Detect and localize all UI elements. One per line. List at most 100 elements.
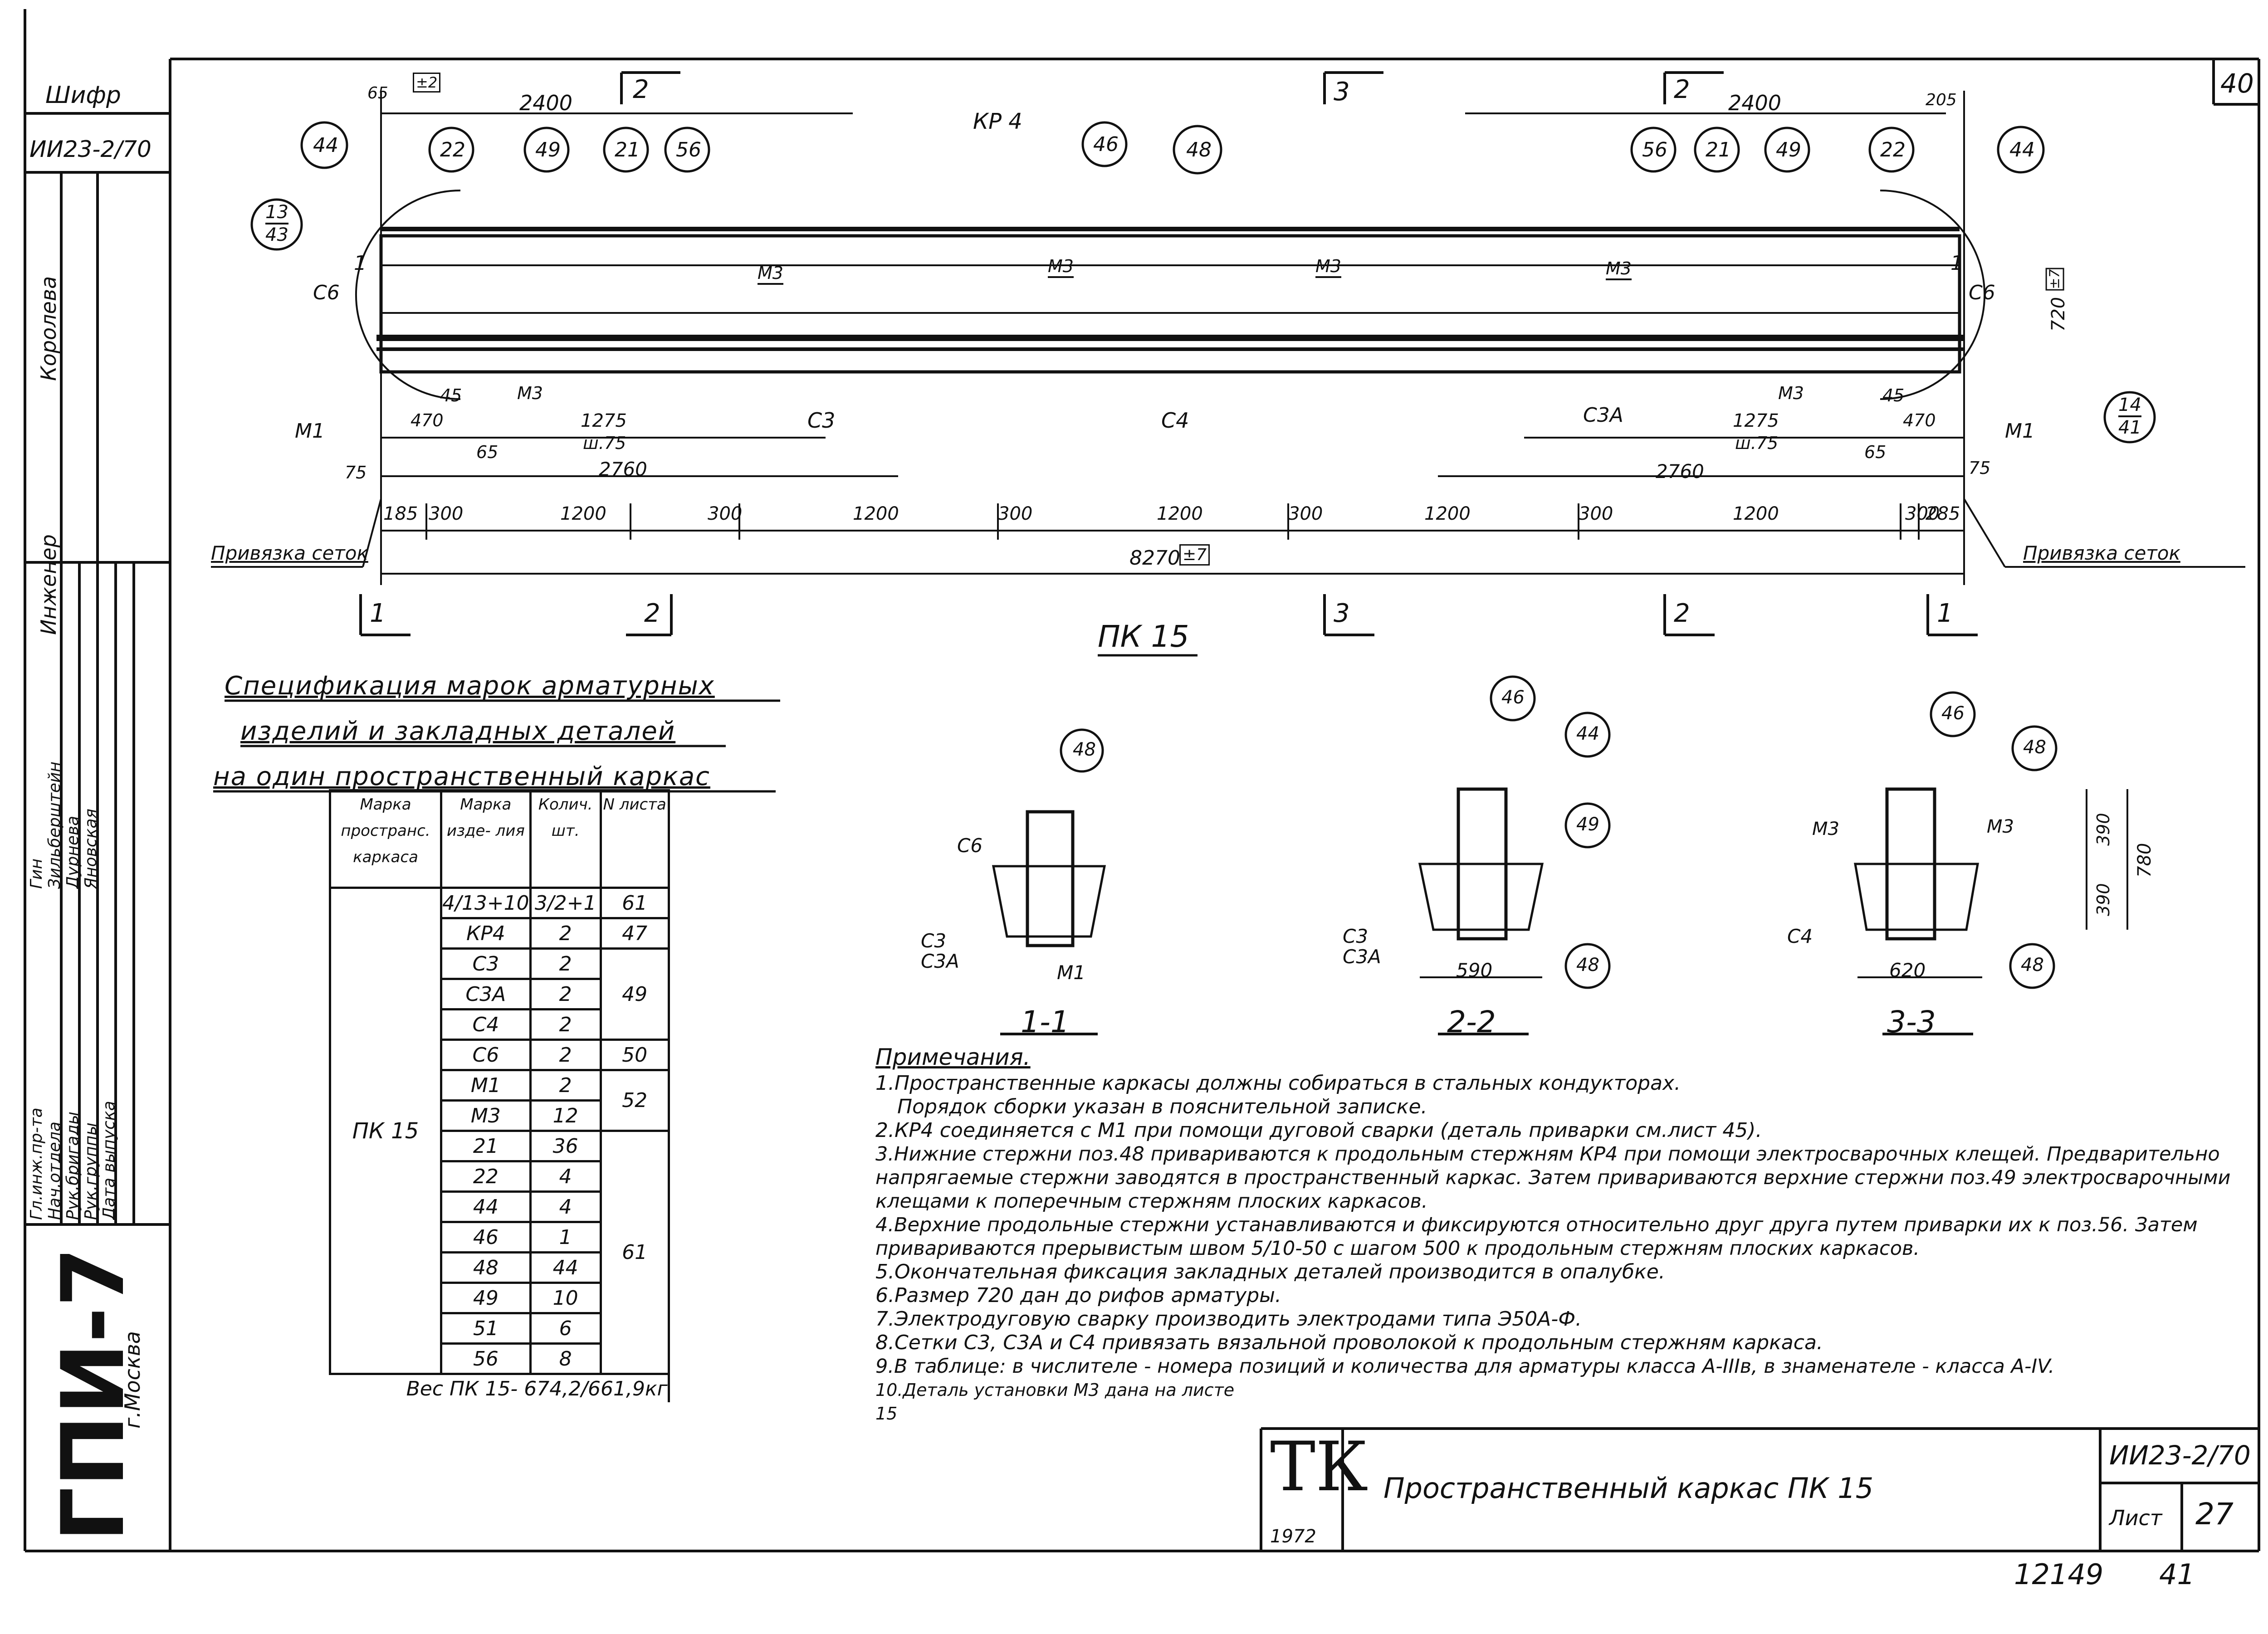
dim-65-right: 65 bbox=[1864, 442, 1887, 462]
spec-header-frame: Марка пространс. каркаса bbox=[329, 789, 442, 889]
s3-dim-780: 780 bbox=[2134, 843, 2155, 878]
section-mark-1-right: 1 bbox=[1937, 599, 1953, 628]
dim-185: 185 bbox=[383, 503, 418, 524]
spec-sheet: 61 bbox=[599, 1130, 670, 1375]
label-1-right: 1 bbox=[1950, 252, 1963, 275]
spec-item: М3 bbox=[440, 1099, 532, 1132]
label-kr4: КР 4 bbox=[973, 109, 1022, 134]
spec-title-line-1: Спецификация марок арматурных bbox=[225, 671, 715, 701]
spec-weight: Вес ПК 15- 674,2/661,9кг bbox=[330, 1373, 670, 1402]
dim-1200-5: 1200 bbox=[1733, 503, 1779, 524]
stamp-name-3: Дурнева bbox=[64, 815, 82, 889]
dim-720: 720 bbox=[2048, 297, 2069, 332]
spec-header-item: Марка изде- лия bbox=[440, 789, 532, 889]
spec-item: 21 bbox=[440, 1130, 532, 1162]
spec-qty: 2 bbox=[529, 1039, 602, 1071]
spec-table: Марка пространс. каркаса Марка изде- лия… bbox=[329, 789, 670, 1402]
s2-bubble-46: 46 bbox=[1501, 687, 1525, 708]
note-9: 9.В таблице: в числителе - номера позици… bbox=[875, 1355, 2055, 1378]
bubble-21-right: 21 bbox=[1706, 138, 1731, 161]
dim-1275-left: 1275 bbox=[581, 410, 627, 431]
stamp-name-4: Яновская bbox=[82, 808, 100, 889]
spec-sheet: 47 bbox=[599, 917, 670, 950]
spec-qty: 6 bbox=[529, 1312, 602, 1345]
s1-label-c6: С6 bbox=[957, 834, 983, 857]
s3-title: 3-3 bbox=[1887, 1005, 1936, 1039]
s1-label-c3: С3 bbox=[921, 930, 947, 952]
dim-1200-2: 1200 bbox=[853, 503, 899, 524]
title-block-sheet-label: Лист bbox=[2109, 1506, 2162, 1530]
footer-extra-number: 41 bbox=[2159, 1558, 2195, 1591]
fraction-left-den: 43 bbox=[265, 224, 288, 245]
spec-qty: 10 bbox=[529, 1282, 602, 1314]
bubble-49-left: 49 bbox=[535, 138, 561, 161]
s3-dim-620: 620 bbox=[1889, 959, 1926, 981]
spec-item: 46 bbox=[440, 1221, 532, 1254]
dim-1200-4: 1200 bbox=[1424, 503, 1471, 524]
spec-qty: 3/2+1 bbox=[529, 887, 602, 919]
dim-45-left: 45 bbox=[440, 385, 462, 405]
note-2: 2.КР4 соединяется с М1 при помощи дугово… bbox=[875, 1119, 1762, 1142]
stamp-role-2: Нач.отдела bbox=[45, 1122, 64, 1220]
note-7: 7.Электродуговую сварку производить элек… bbox=[875, 1307, 1582, 1331]
s2-title: 2-2 bbox=[1447, 1005, 1496, 1039]
spec-item: 48 bbox=[440, 1251, 532, 1284]
s3-label-c4: С4 bbox=[1787, 925, 1813, 947]
dim-8270-tol: ±7 bbox=[1179, 544, 1210, 566]
s2-label-c3: С3 bbox=[1343, 925, 1369, 947]
dim-300-5: 300 bbox=[1579, 503, 1613, 524]
spec-sheet: 50 bbox=[599, 1039, 670, 1071]
shifr-label: Шифр bbox=[45, 82, 121, 109]
top-mark-2-right: 2 bbox=[1674, 75, 1690, 104]
spec-qty: 1 bbox=[529, 1221, 602, 1254]
label-m3-2: М3 bbox=[1048, 256, 1074, 278]
spec-item: С6 bbox=[440, 1039, 532, 1071]
elevation-title: ПК 15 bbox=[1098, 619, 1189, 654]
dim-300-6: 300 bbox=[1905, 503, 1940, 524]
stamp-name-1: Гин bbox=[27, 858, 46, 889]
note-1-cont: Порядок сборки указан в пояснительной за… bbox=[897, 1095, 1427, 1118]
spec-item: М1 bbox=[440, 1069, 532, 1102]
bubble-44-left: 44 bbox=[313, 134, 338, 157]
label-m1-left: М1 bbox=[295, 419, 325, 443]
spec-title-line-3: на один пространственный каркас bbox=[213, 762, 710, 791]
spec-qty: 8 bbox=[529, 1342, 602, 1375]
spec-item: 51 bbox=[440, 1312, 532, 1345]
fraction-right-num: 14 bbox=[2118, 395, 2141, 417]
dim-45-right: 45 bbox=[1882, 385, 1905, 405]
dim-step-left: ш.75 bbox=[583, 433, 626, 453]
privyazka-left: Привязка сеток bbox=[211, 542, 368, 564]
title-block-sheet: 27 bbox=[2195, 1497, 2234, 1532]
spec-weight-row: Вес ПК 15- 674,2/661,9кг bbox=[330, 1373, 670, 1402]
s2-bubble-48: 48 bbox=[1576, 955, 1599, 976]
stamp-city: г.Москва bbox=[120, 1331, 145, 1429]
spec-header-qty: Колич. шт. bbox=[529, 789, 602, 889]
dim-65-top: 65 bbox=[367, 84, 388, 102]
section-mark-1-left: 1 bbox=[370, 599, 386, 628]
stamp-role-4: Рук.группы bbox=[82, 1122, 100, 1220]
stamp-role-1: Гл.инж.пр-та bbox=[27, 1107, 46, 1220]
note-6: 6.Размер 720 дан до рифов арматуры. bbox=[875, 1284, 1281, 1307]
s3-dim-390-bottom: 390 bbox=[2093, 883, 2113, 916]
s2-dim-590: 590 bbox=[1456, 959, 1493, 981]
privyazka-right: Привязка сеток bbox=[2023, 542, 2180, 564]
note-5: 5.Окончательная фиксация закладных детал… bbox=[875, 1260, 1665, 1283]
tk-logo: ТК bbox=[1270, 1428, 1369, 1507]
bubble-56-right: 56 bbox=[1642, 138, 1667, 161]
label-c3: С3 bbox=[807, 408, 836, 433]
dim-470-left: 470 bbox=[411, 410, 444, 430]
stamp-name-korolev: Королева bbox=[36, 276, 61, 381]
s1-label-c3a: С3А bbox=[921, 950, 959, 972]
stamp-name-2: Зильберштейн bbox=[45, 761, 64, 889]
dim-75-right: 75 bbox=[1969, 458, 1991, 478]
notes-title: Примечания. bbox=[875, 1044, 1031, 1070]
dim-1275-right: 1275 bbox=[1733, 410, 1779, 431]
